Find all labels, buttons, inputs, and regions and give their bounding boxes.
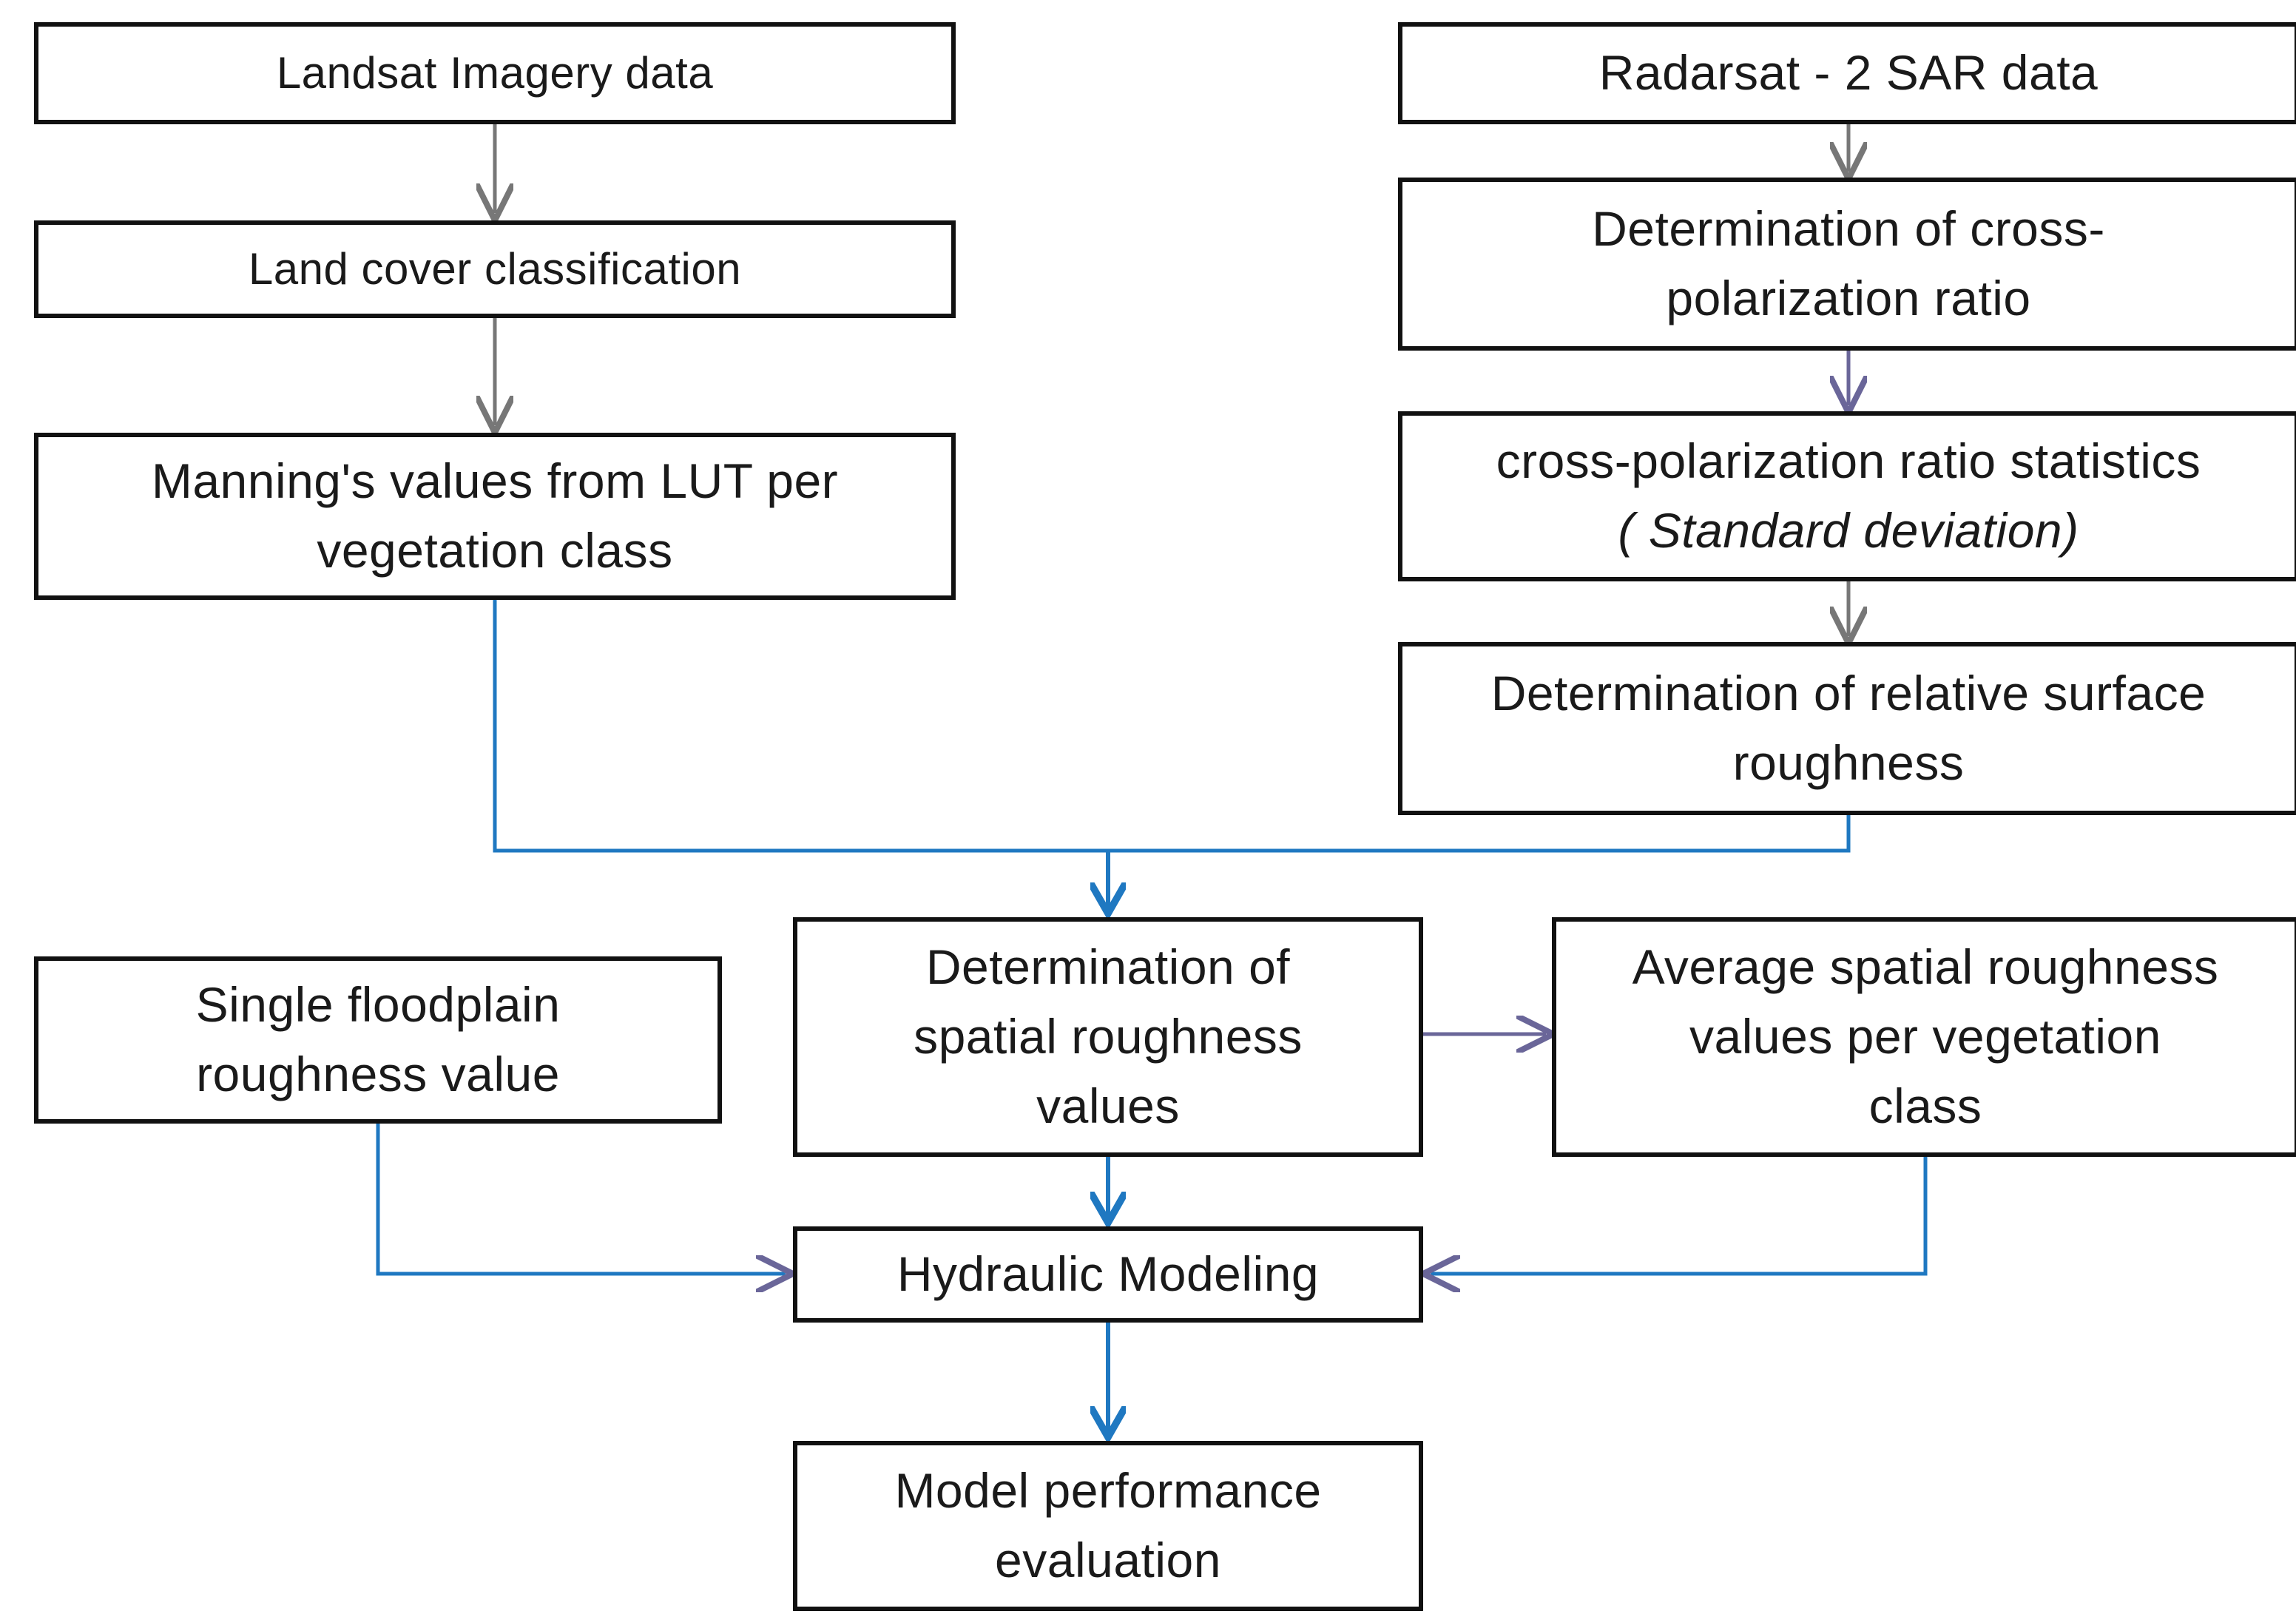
hydraulic-modeling-box: Hydraulic Modeling — [793, 1226, 1423, 1323]
cross-polarization-ratio-line-1: Determination of cross- — [1592, 201, 2105, 257]
manning-values-line-1: Manning's values from LUT per — [151, 453, 839, 509]
radarsat-sar-box: Radarsat - 2 SAR data — [1398, 22, 2296, 124]
manning-values-box: Manning's values from LUT per vegetation… — [34, 433, 956, 600]
average-spatial-roughness-line-3: class — [1868, 1078, 1982, 1133]
average-spatial-roughness-line-1: Average spatial roughness — [1632, 939, 2219, 995]
cross-polarization-statistics-box: cross-polarization ratio statistics ( St… — [1398, 411, 2296, 581]
relative-surface-roughness-box: Determination of relative surface roughn… — [1398, 642, 2296, 815]
cross-polarization-statistics-line-1: cross-polarization ratio statistics — [1496, 433, 2201, 489]
landsat-imagery-label: Landsat Imagery data — [276, 48, 714, 98]
average-spatial-roughness-box: Average spatial roughness values per veg… — [1552, 917, 2296, 1157]
hydraulic-modeling-label: Hydraulic Modeling — [897, 1246, 1320, 1302]
average-spatial-roughness-line-2: values per vegetation — [1689, 1009, 2161, 1064]
spatial-roughness-line-1: Determination of — [925, 939, 1291, 995]
connector-manning-merge — [493, 600, 1851, 853]
model-performance-line-2: evaluation — [995, 1533, 1221, 1587]
relative-surface-roughness-line-2: roughness — [1732, 735, 1965, 790]
landsat-imagery-box: Landsat Imagery data — [34, 22, 956, 124]
model-performance-box: Model performance evaluation — [793, 1441, 1423, 1611]
relative-surface-roughness-line-1: Determination of relative surface — [1490, 666, 2206, 721]
land-cover-classification-box: Land cover classification — [34, 220, 956, 318]
land-cover-classification-label: Land cover classification — [248, 244, 742, 294]
cross-polarization-ratio-box: Determination of cross- polarization rat… — [1398, 178, 2296, 351]
model-performance-line-1: Model performance — [894, 1463, 1322, 1519]
manning-values-line-2: vegetation class — [317, 523, 673, 578]
single-floodplain-roughness-line-2: roughness value — [196, 1047, 560, 1101]
spatial-roughness-box: Determination of spatial roughness value… — [793, 917, 1423, 1157]
connector-average-to-hydraulic — [1431, 1157, 1928, 1274]
cross-polarization-statistics-line-2: ( Standard deviation) — [1618, 503, 2079, 558]
radarsat-sar-label: Radarsat - 2 SAR data — [1598, 45, 2099, 101]
spatial-roughness-line-3: values — [1036, 1078, 1180, 1133]
cross-polarization-ratio-line-2: polarization ratio — [1666, 271, 2031, 325]
connector-single-to-hydraulic — [376, 1124, 786, 1274]
single-floodplain-roughness-line-1: Single floodplain — [195, 977, 561, 1033]
single-floodplain-roughness-box: Single floodplain roughness value — [34, 956, 722, 1124]
spatial-roughness-line-2: spatial roughness — [914, 1009, 1303, 1064]
